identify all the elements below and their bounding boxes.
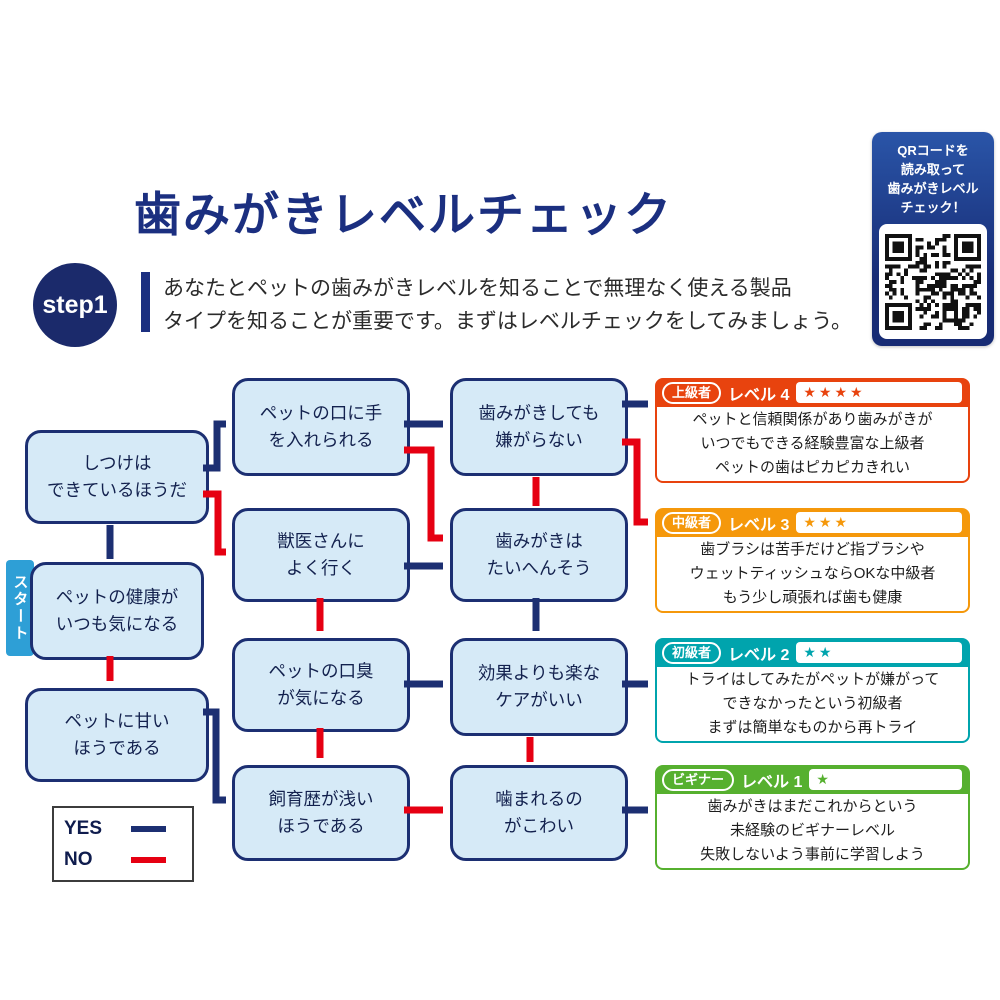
result-level2: 初級者 レベル 2 ★★ トライはしてみたがペットが嫌がって できなかったという… <box>655 638 970 743</box>
result-level1-header: ビギナー レベル 1 ★ <box>655 765 970 794</box>
yes-arrow-icon <box>131 825 166 832</box>
result-level3-label: レベル 3 <box>728 516 790 534</box>
qr-panel-text: QRコードを 読み取って 歯みがきレベル チェック！ <box>887 143 979 215</box>
result-level3-header: 中級者 レベル 3 ★★★ <box>655 508 970 537</box>
flow-node-sweet: ペットに甘いほうである <box>25 688 209 782</box>
result-level4: 上級者 レベル 4 ★★★★ ペットと信頼関係があり歯みがきが いつでもできる経… <box>655 378 970 483</box>
legend-yes-label: YES <box>64 817 103 839</box>
result-level2-label: レベル 2 <box>728 646 790 664</box>
result-level4-stars: ★★★★ <box>796 382 962 403</box>
intro-block: あなたとペットの歯みがきレベルを知ることで無理なく使える製品 タイプを知ることが… <box>141 272 852 338</box>
result-level1-badge: ビギナー <box>662 768 735 791</box>
no-arrow-icon <box>131 856 166 863</box>
flow-node-mouth: ペットの口に手を入れられる <box>232 378 410 476</box>
result-level2-stars: ★★ <box>796 642 962 663</box>
legend-yes-row: YES <box>64 818 182 840</box>
flow-node-health-start: ペットの健康がいつも気になる <box>30 562 204 660</box>
result-level1: ビギナー レベル 1 ★ 歯みがきはまだこれからという 未経験のビギナーレベル … <box>655 765 970 870</box>
step1-badge: step1 <box>33 263 117 347</box>
flow-node-discipline: しつけはできているほうだ <box>25 430 209 524</box>
result-level2-description: トライはしてみたがペットが嫌がって できなかったという初級者 まずは簡単なものか… <box>655 667 970 743</box>
page-title: 歯みがきレベルチェック <box>134 188 673 241</box>
result-level4-header: 上級者 レベル 4 ★★★★ <box>655 378 970 407</box>
qr-code-frame <box>879 224 987 339</box>
result-level1-label: レベル 1 <box>741 773 803 791</box>
result-level3-description: 歯ブラシは苦手だけど指ブラシや ウェットティッシュならOKな中級者 もう少し頑張… <box>655 537 970 613</box>
flow-node-easycare: 効果よりも楽なケアがいい <box>450 638 628 736</box>
result-level3-badge: 中級者 <box>662 511 722 534</box>
flow-node-history: 飼育歴が浅いほうである <box>232 765 410 861</box>
flow-node-vet: 獣医さんによく行く <box>232 508 410 602</box>
qr-panel: QRコードを 読み取って 歯みがきレベル チェック！ <box>872 132 994 346</box>
result-level1-description: 歯みがきはまだこれからという 未経験のビギナーレベル 失敗しないよう事前に学習し… <box>655 794 970 870</box>
result-level2-badge: 初級者 <box>662 641 722 664</box>
legend: YES NO <box>52 806 194 882</box>
result-level3: 中級者 レベル 3 ★★★ 歯ブラシは苦手だけど指ブラシや ウェットティッシュな… <box>655 508 970 613</box>
legend-no-label: NO <box>64 848 93 870</box>
legend-no-row: NO <box>64 849 182 871</box>
start-label: スタート <box>6 560 34 656</box>
intro-text: あなたとペットの歯みがきレベルを知ることで無理なく使える製品 タイプを知ることが… <box>163 277 853 333</box>
result-level4-label: レベル 4 <box>728 386 790 404</box>
result-level2-header: 初級者 レベル 2 ★★ <box>655 638 970 667</box>
result-level4-badge: 上級者 <box>662 381 722 404</box>
flow-node-hard: 歯みがきはたいへんそう <box>450 508 628 602</box>
flow-node-nodislike: 歯みがきしても嫌がらない <box>450 378 628 476</box>
flow-node-odor: ペットの口臭が気になる <box>232 638 410 732</box>
result-level1-stars: ★ <box>809 769 962 790</box>
result-level4-description: ペットと信頼関係があり歯みがきが いつでもできる経験豊富な上級者 ペットの歯はピ… <box>655 407 970 483</box>
result-level3-stars: ★★★ <box>796 512 962 533</box>
qr-code-image <box>885 233 981 330</box>
intro-accent-bar <box>141 272 150 332</box>
flow-node-bite: 噛まれるのがこわい <box>450 765 628 861</box>
